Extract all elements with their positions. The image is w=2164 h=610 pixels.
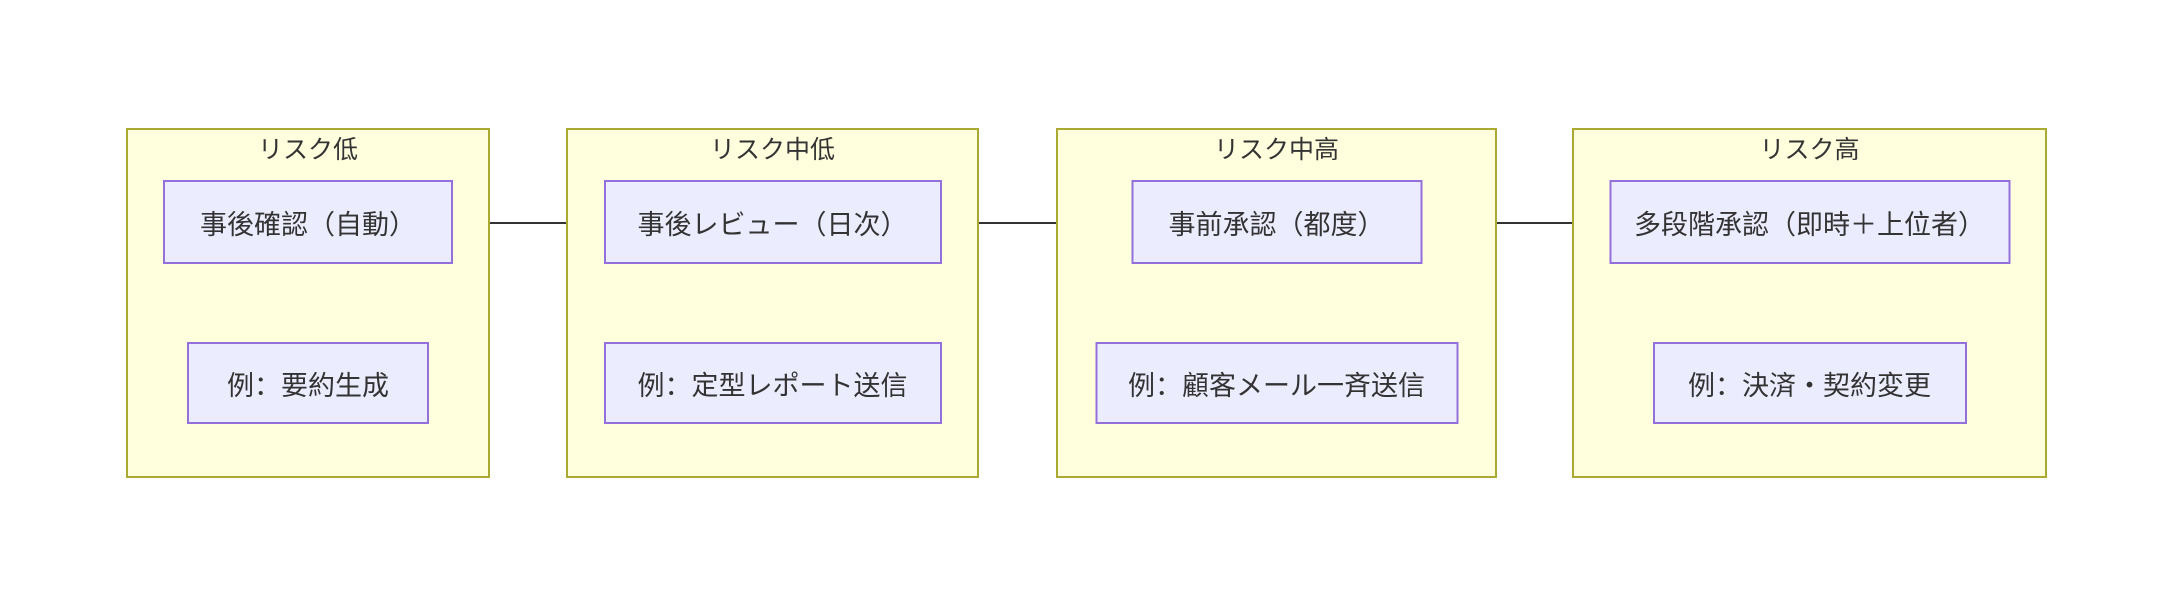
group-title-mid-high: リスク中高 <box>1213 136 1339 164</box>
control-node-low: 事後確認（自動） <box>163 180 453 264</box>
group-title-high: リスク高 <box>1759 136 1860 164</box>
group-title-low: リスク低 <box>257 136 358 164</box>
risk-group-high: リスク高 多段階承認（即時＋上位者） 例：決済・契約変更 <box>1572 128 2047 478</box>
control-node-high: 多段階承認（即時＋上位者） <box>1609 180 2010 264</box>
control-node-mid-low: 事後レビュー（日次） <box>603 180 942 264</box>
control-node-mid-high: 事前承認（都度） <box>1131 180 1422 264</box>
risk-group-mid-high: リスク中高 事前承認（都度） 例：顧客メール一斉送信 <box>1056 128 1497 478</box>
example-node-high: 例：決済・契約変更 <box>1652 342 1967 424</box>
example-node-low: 例：要約生成 <box>187 342 429 424</box>
risk-group-low: リスク低 事後確認（自動） 例：要約生成 <box>126 128 490 478</box>
example-node-mid-high: 例：顧客メール一斉送信 <box>1095 342 1458 424</box>
risk-group-mid-low: リスク中低 事後レビュー（日次） 例：定型レポート送信 <box>566 128 979 478</box>
example-node-mid-low: 例：定型レポート送信 <box>603 342 942 424</box>
group-title-mid-low: リスク中低 <box>709 136 835 164</box>
